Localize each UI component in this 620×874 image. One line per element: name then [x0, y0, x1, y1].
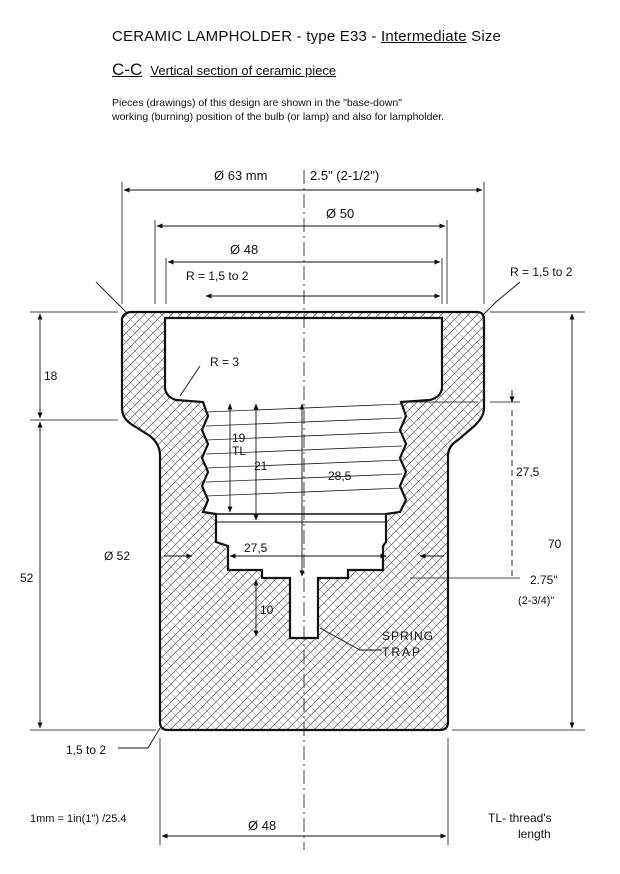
label-d48-bottom: Ø 48 — [248, 818, 276, 833]
leaders — [95, 281, 521, 749]
label-h21: 21 — [254, 459, 268, 473]
ceramic-body — [120, 310, 486, 732]
tl-note-line-1: TL- thread's — [488, 811, 552, 825]
page-title: CERAMIC LAMPHOLDER - type E33 - Intermed… — [112, 28, 501, 45]
title-suffix: Size — [466, 28, 502, 45]
section-label: Vertical section of ceramic piece — [150, 63, 337, 78]
dimension-labels: Ø 63 mm 2.5" (2-1/2") Ø 50 Ø 48 R = 1,5 … — [20, 168, 573, 833]
title-prefix: CERAMIC LAMPHOLDER - type E33 - — [112, 28, 381, 45]
header: CERAMIC LAMPHOLDER - type E33 - Intermed… — [0, 0, 620, 140]
description-line-1: Pieces (drawings) of this design are sho… — [112, 97, 402, 109]
section-title: C-C Vertical section of ceramic piece — [112, 60, 336, 80]
label-d52: Ø 52 — [104, 549, 130, 563]
label-radius-left: R = 1,5 to 2 — [186, 269, 249, 283]
label-r15to2: 1,5 to 2 — [66, 743, 106, 757]
label-tl: TL — [232, 444, 246, 458]
conversion-note: 1mm = 1in(1") /25.4 — [30, 813, 127, 825]
section-code: C-C — [112, 60, 143, 79]
label-trap: TRAP — [382, 645, 422, 659]
dimension-lines — [37, 187, 575, 839]
extension-lines — [30, 182, 585, 845]
description: Pieces (drawings) of this design are sho… — [112, 96, 444, 124]
label-d48-top: Ø 48 — [230, 242, 258, 257]
label-h27-5: 27,5 — [516, 465, 540, 479]
label-r3: R = 3 — [210, 355, 239, 369]
label-w27-5: 27,5 — [244, 541, 268, 555]
label-h28-5: 28,5 — [328, 469, 352, 483]
label-inch-275: 2.75" — [530, 573, 558, 587]
label-h10: 10 — [260, 603, 274, 617]
tl-note-line-2: length — [518, 827, 551, 841]
label-h18: 18 — [44, 369, 58, 383]
description-line-2: working (burning) position of the bulb (… — [112, 111, 445, 123]
title-size-word: Intermediate — [380, 28, 467, 45]
label-h52: 52 — [20, 571, 34, 585]
label-d63: Ø 63 mm — [214, 168, 267, 183]
label-d63-inch: 2.5" (2-1/2") — [310, 168, 379, 183]
label-inch-234: (2-3/4)" — [518, 595, 554, 607]
label-radius-right: R = 1,5 to 2 — [510, 265, 573, 279]
label-d50: Ø 50 — [326, 206, 354, 221]
label-tl19: 19 — [232, 431, 246, 445]
label-h70: 70 — [548, 537, 562, 551]
label-spring: SPRING — [382, 629, 434, 643]
